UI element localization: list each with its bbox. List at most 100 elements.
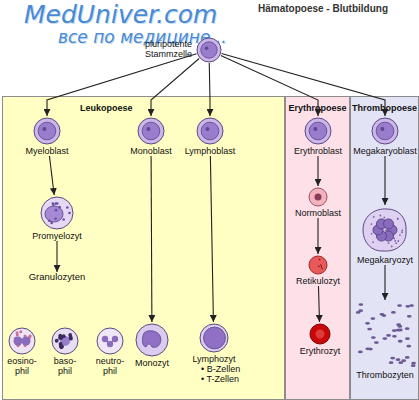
cell-part <box>411 364 416 367</box>
cell-part <box>320 264 322 266</box>
cell-icon <box>46 326 84 356</box>
cell-part <box>9 328 35 354</box>
cell-part <box>321 268 323 270</box>
cell-part <box>406 345 411 348</box>
cell-label: Megakaryozyt <box>357 255 413 265</box>
cell-part <box>356 303 416 367</box>
cell-node: eosino- phil <box>3 326 41 376</box>
cell-part <box>309 122 327 140</box>
cell-part <box>358 351 363 354</box>
cell-part <box>200 324 228 352</box>
cell-part <box>370 223 372 225</box>
lineage-band: MyeloblastMonoblastLymphoblastPromyelozy… <box>2 96 285 400</box>
cell-part <box>14 337 23 346</box>
cell-part <box>52 204 55 207</box>
cell-part <box>112 336 118 342</box>
cell-label: pluripotente Stammzelle <box>134 39 192 59</box>
cell-part <box>136 324 168 356</box>
cell-part <box>305 118 331 144</box>
cell-icon <box>122 322 182 358</box>
cell-label: baso- phil <box>46 356 84 376</box>
cell-part <box>97 328 123 354</box>
cell-part <box>372 118 398 144</box>
cell-label: Myeloblast <box>25 146 68 156</box>
cell-part <box>309 256 327 274</box>
cell-part <box>363 209 406 251</box>
cell-part <box>391 245 393 247</box>
cell-icon <box>287 116 349 146</box>
cell-label: Monoblast <box>130 146 172 156</box>
cell-label: Lymphoblast <box>185 146 236 156</box>
cell-part <box>138 118 164 144</box>
cell-part <box>59 345 63 349</box>
cell-part <box>310 324 330 344</box>
lineage-band: MegakaryoblastMegakaryozytThrombozytenTh… <box>350 96 419 400</box>
cell-part <box>389 361 394 364</box>
cell-part <box>374 341 379 344</box>
cell-icon <box>196 37 222 63</box>
cell-part <box>313 127 317 131</box>
cell-part <box>398 340 403 343</box>
cell-part <box>201 122 219 140</box>
cell-icon <box>121 116 181 146</box>
cell-part <box>69 337 73 341</box>
cell-part <box>56 202 59 205</box>
cell-part <box>386 334 391 337</box>
cell-icon <box>351 116 419 146</box>
cell-node: Thrombozyten <box>351 300 419 380</box>
cell-part <box>388 242 390 244</box>
cell-icon <box>287 186 349 208</box>
cell-label: Megakaryoblast <box>353 146 417 156</box>
cell-part <box>55 209 58 212</box>
cell-part <box>365 322 370 325</box>
cell-icon <box>287 254 349 276</box>
cell-part <box>358 309 363 312</box>
cell-label: Erythrozyt <box>300 346 341 356</box>
cell-icon <box>351 205 419 255</box>
cell-part <box>370 317 375 320</box>
cell-part <box>385 229 387 231</box>
cell-part <box>68 212 71 215</box>
cell-part <box>68 333 72 337</box>
cell-part <box>41 197 73 229</box>
diagram-title: Hämatopoese - Blutbildung <box>258 3 388 14</box>
cell-part <box>365 347 370 350</box>
cell-part <box>310 324 330 344</box>
cell-part <box>397 218 399 220</box>
cell-part <box>34 118 60 144</box>
cell-label: Monozyt <box>135 358 169 368</box>
cell-node: Erythrozyt <box>289 322 351 356</box>
cell-label: Erythroblast <box>294 146 342 156</box>
cell-part <box>305 118 331 144</box>
cell-part <box>376 122 394 140</box>
cell-part <box>379 215 381 217</box>
cell-part <box>309 256 327 274</box>
cell-part <box>409 304 414 307</box>
cell-part <box>146 127 150 131</box>
cell-part <box>204 327 226 349</box>
cell-part <box>372 241 374 243</box>
cell-label: Lymphozyt <box>192 354 235 364</box>
cell-label: Retikulozyt <box>296 276 340 286</box>
cell-part <box>382 337 387 340</box>
cell-part <box>371 336 376 339</box>
cell-part <box>318 266 320 268</box>
cell-label: eosino- phil <box>3 356 41 376</box>
cell-part <box>50 222 53 225</box>
cell-part <box>392 335 397 338</box>
cell-node: Lymphozyt• B-Zellen• T-Zellen <box>179 322 249 384</box>
subtype-item: • T-Zellen <box>201 374 239 384</box>
cell-part <box>142 331 160 348</box>
cell-node: Monozyt <box>122 322 182 368</box>
cell-part <box>380 127 384 131</box>
cell-part <box>399 234 401 236</box>
cell-part <box>62 218 65 221</box>
cell-part <box>321 266 323 268</box>
cell-part <box>309 188 327 206</box>
cell-group-node: Granulozyten <box>22 272 92 282</box>
cell-node: Myeloblast <box>12 116 82 156</box>
cell-part <box>9 328 35 354</box>
cell-part <box>407 315 412 318</box>
cell-part <box>138 118 164 144</box>
cell-label: neutro- phil <box>91 356 129 376</box>
